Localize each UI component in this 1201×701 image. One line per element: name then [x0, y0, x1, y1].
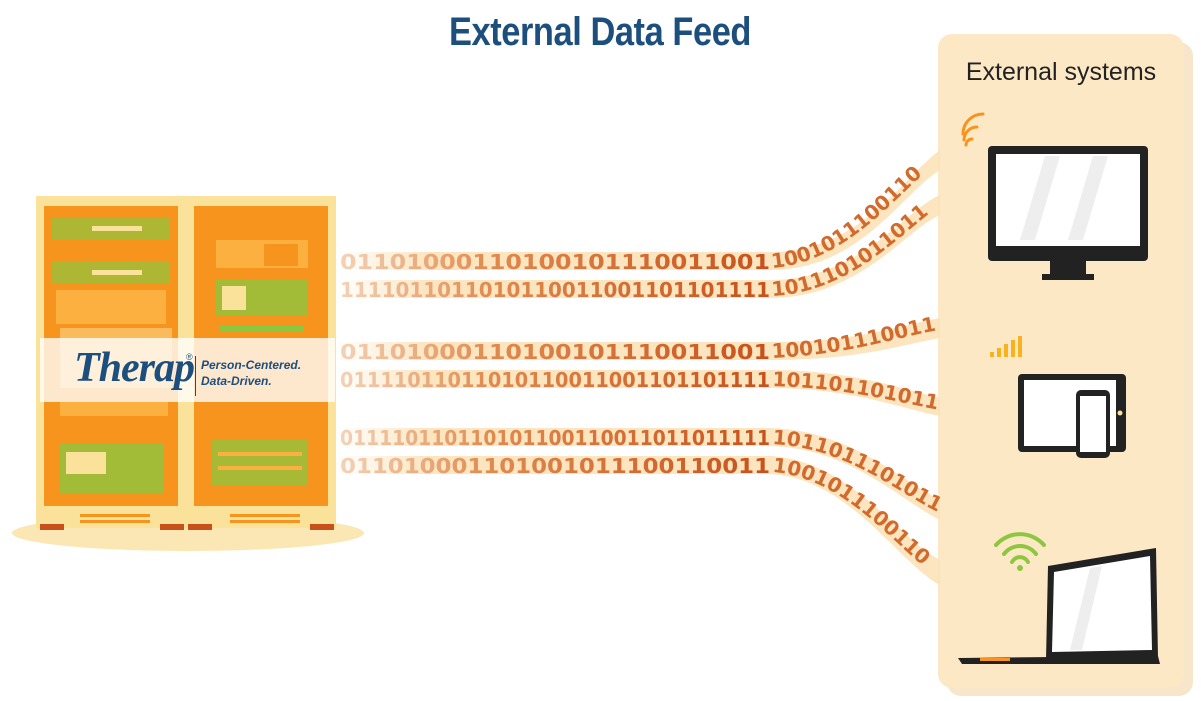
stream-bands: [338, 150, 940, 585]
logo-tagline-2: Data-Driven.: [201, 374, 272, 388]
registered-mark: ®: [186, 352, 193, 362]
stream-band-3: [338, 318, 940, 360]
wifi-icon: [994, 532, 1046, 571]
tail-text-3: 100101110011: [771, 312, 938, 363]
stream-text-1: 01101000110100101110011001: [340, 250, 770, 274]
stream-text-5: 011110110110101100110011011011111: [340, 426, 770, 450]
laptop-device: [958, 548, 1160, 664]
stream-band-2: [338, 195, 940, 298]
signal-bars-icon: [990, 336, 1022, 357]
monitor-device: [988, 146, 1148, 280]
logo-tagline-1: Person-Centered.: [201, 358, 302, 372]
stream-band-4: [338, 370, 940, 416]
wifi-arc-icon: [961, 112, 985, 147]
binary-streams: 01101000110100101110011001 1111011011010…: [340, 250, 770, 478]
stream-text-2: 1111011011010110011001101101111: [340, 278, 770, 302]
phone-device: [1076, 390, 1110, 458]
external-systems-title: External systems: [965, 58, 1157, 86]
logo-band: [40, 338, 335, 402]
stream-band-1: [338, 150, 940, 270]
stream-text-3: 01101000110100101110011001: [340, 340, 770, 364]
stream-band-6: [338, 456, 940, 585]
stream-text-4: 01111011011010110011001101101111: [340, 368, 770, 392]
stream-text-6: 011010001101001011100110011: [340, 454, 770, 478]
tail-text-6: 1001011100110: [771, 453, 935, 569]
stream-band-5: [338, 428, 940, 520]
logo-divider: [195, 356, 196, 396]
page-title: External Data Feed: [449, 10, 751, 54]
therap-logo-wordmark: Therap: [74, 345, 195, 391]
